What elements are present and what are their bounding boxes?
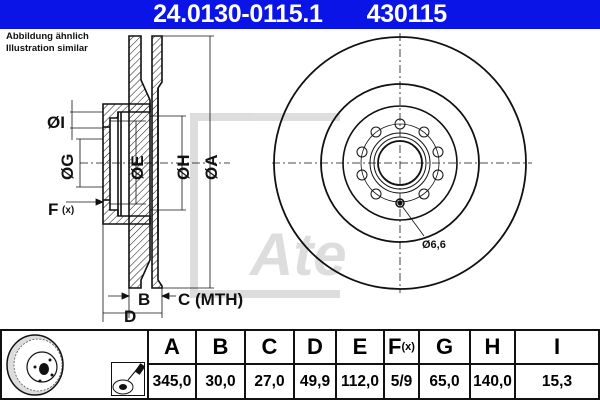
- label-dim-F-sub: (x): [62, 205, 74, 216]
- value-H: 140,0: [473, 372, 512, 390]
- front-view: [272, 33, 532, 293]
- value-A: 345,0: [152, 372, 192, 390]
- col-D: D 49,9: [295, 331, 337, 398]
- brake-disc-perspective-icon: [6, 334, 64, 396]
- note-german: Abbildung ähnlich: [6, 31, 89, 42]
- col-A: A 345,0: [149, 331, 197, 398]
- ate-watermark-logo: Ate: [190, 113, 347, 298]
- col-H: H 140,0: [471, 331, 516, 398]
- spray-cleaning-icon: [111, 362, 145, 396]
- note-english: Illustration similar: [6, 43, 88, 54]
- col-E: E 112,0: [337, 331, 385, 398]
- value-E: 112,0: [341, 372, 379, 390]
- label-hole-diameter: Ø6,6: [422, 239, 446, 251]
- col-F: F(x) 5/9: [385, 331, 420, 398]
- header-H: H: [471, 331, 514, 365]
- reference-number: 430115: [366, 0, 448, 28]
- part-number: 24.0130-0115.1: [153, 0, 323, 28]
- technical-drawing: Ate: [47, 33, 532, 326]
- col-C: C 27,0: [246, 331, 295, 398]
- label-dim-A: ØA: [202, 155, 221, 181]
- thumbnail-cell: [2, 331, 149, 398]
- value-B: 30,0: [205, 372, 236, 390]
- illustration-note: Abbildung ähnlich Illustration similar: [6, 31, 89, 55]
- header-F-label: F: [388, 334, 402, 359]
- label-dim-G: ØG: [58, 154, 77, 180]
- dimension-lines: [66, 35, 214, 322]
- header-F-sub: (x): [401, 341, 415, 353]
- value-C: 27,0: [254, 372, 285, 390]
- header-F: F(x): [385, 331, 418, 365]
- header-A: A: [149, 331, 195, 365]
- value-G: 65,0: [429, 372, 460, 390]
- title-bar: 24.0130-0115.1 430115: [0, 0, 600, 29]
- header-C: C: [246, 331, 293, 365]
- header-I: I: [516, 331, 598, 365]
- header-G: G: [420, 331, 469, 365]
- label-dim-E: ØE: [128, 155, 147, 180]
- label-dim-C: C (MTH): [178, 290, 243, 309]
- label-dim-H: ØH: [174, 155, 193, 181]
- header-B: B: [197, 331, 244, 365]
- watermark-text: Ate: [248, 221, 347, 288]
- col-B: B 30,0: [197, 331, 246, 398]
- col-I: I 15,3: [516, 331, 598, 398]
- label-dim-B: B: [138, 290, 150, 309]
- value-D: 49,9: [299, 372, 331, 390]
- header-E: E: [337, 331, 383, 365]
- section-view: [102, 35, 163, 289]
- label-dim-I: ØI: [47, 113, 65, 132]
- value-F: 5/9: [390, 372, 413, 390]
- header-D: D: [295, 331, 335, 365]
- label-dim-D: D: [124, 307, 136, 326]
- value-I: 15,3: [541, 372, 573, 390]
- col-G: G 65,0: [420, 331, 471, 398]
- label-dim-F: F: [48, 200, 58, 219]
